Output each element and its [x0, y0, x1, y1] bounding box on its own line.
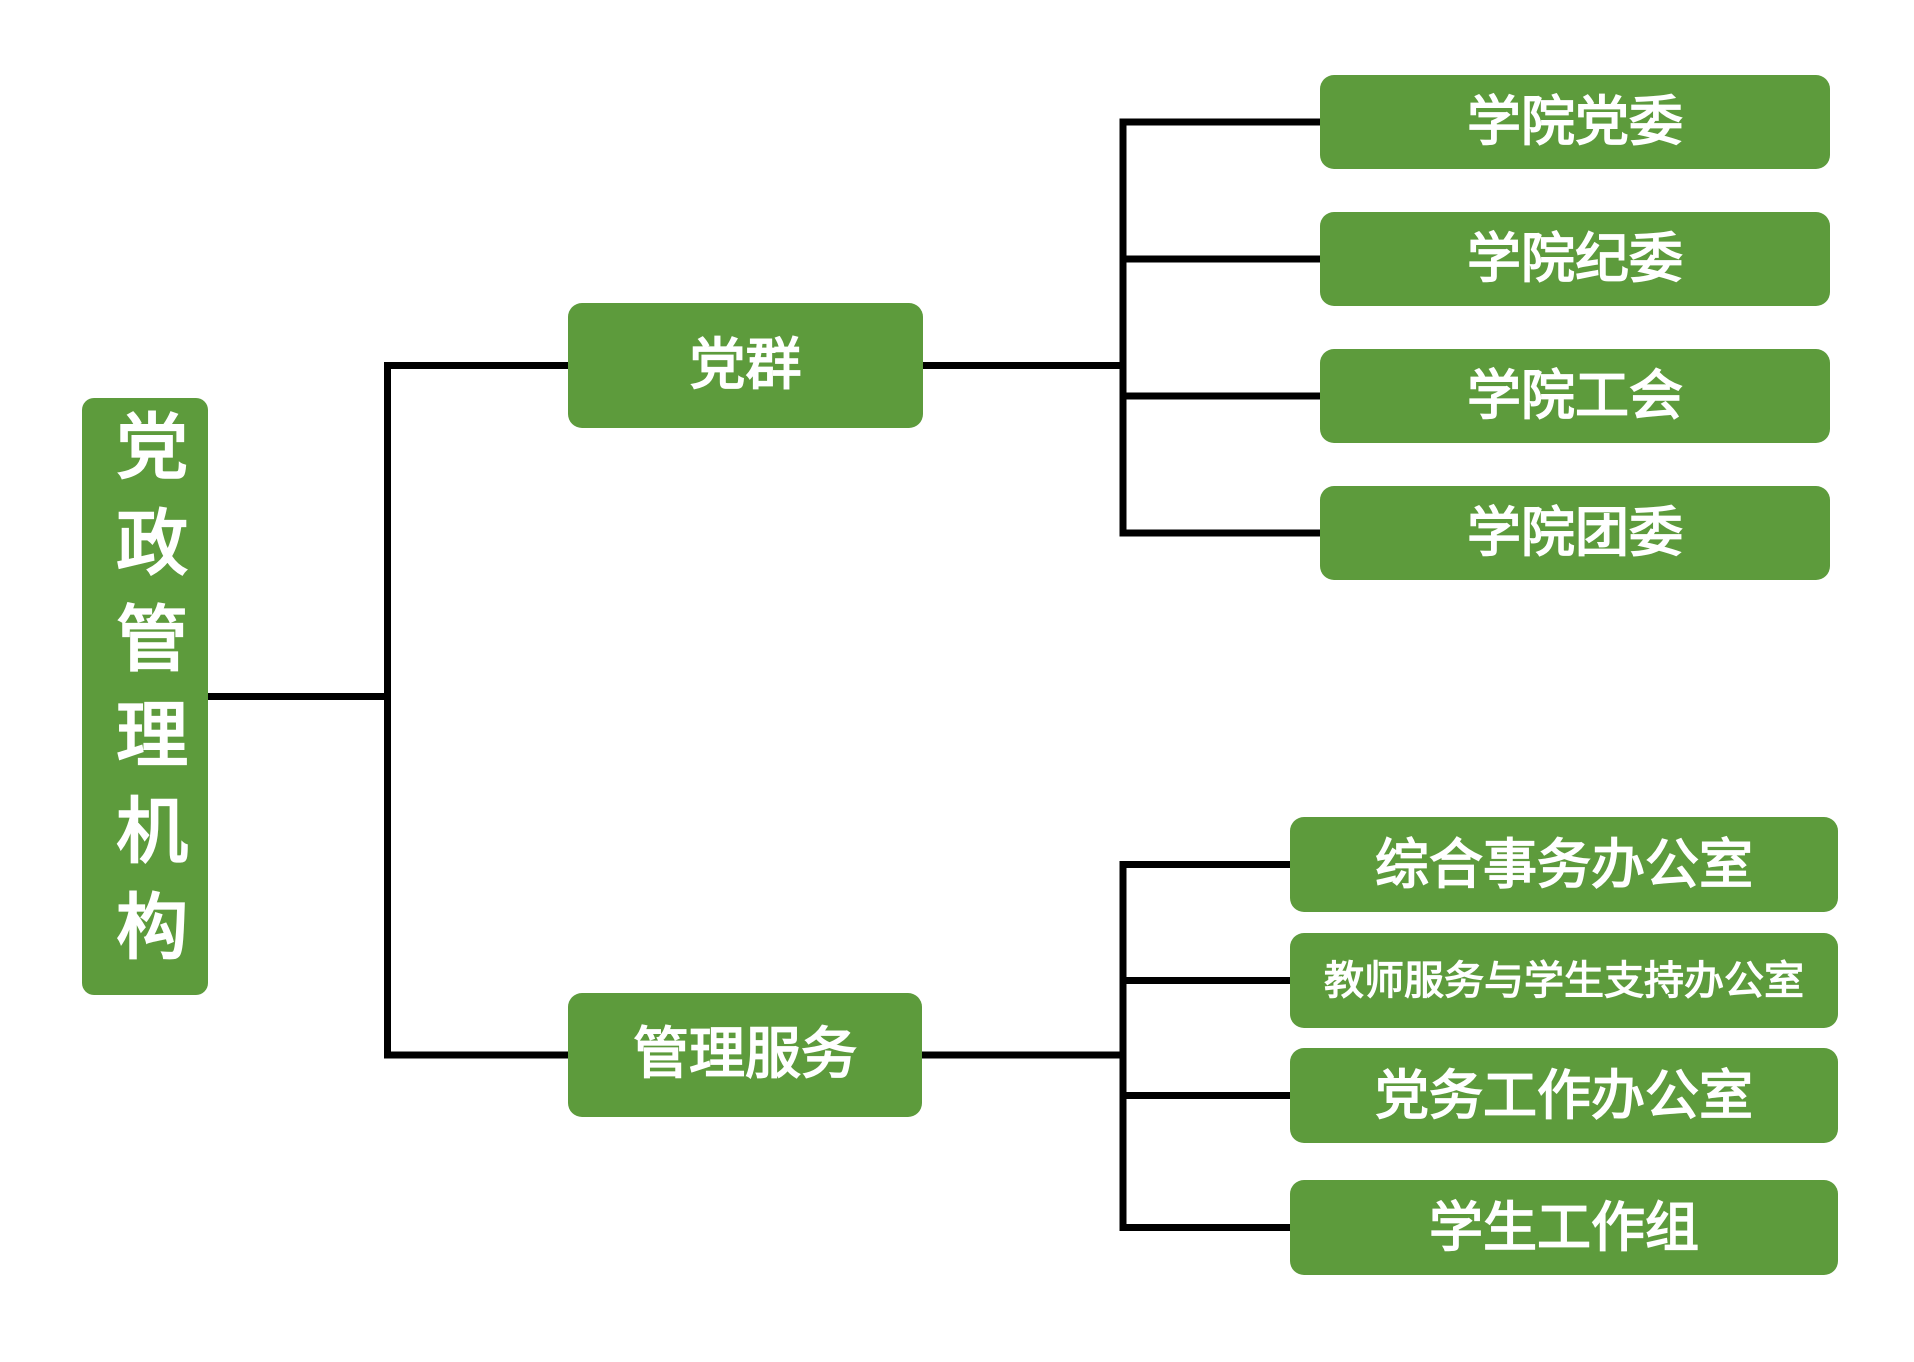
leaf-node-college-labor-union: 学院工会 — [1320, 349, 1830, 443]
root-node-party-gov-admin: 党政管理机构 — [82, 398, 208, 995]
leaf-node-college-youth-league: 学院团委 — [1320, 486, 1830, 580]
branch-node-management-services: 管理服务 — [568, 993, 922, 1117]
leaf-node-college-party-committee: 学院党委 — [1320, 75, 1830, 169]
leaf-node-college-discipline-committee: 学院纪委 — [1320, 212, 1830, 306]
leaf-node-party-affairs-office: 党务工作办公室 — [1290, 1048, 1838, 1143]
leaf-node-general-affairs-office: 综合事务办公室 — [1290, 817, 1838, 912]
leaf-node-teacher-service-student-support-office: 教师服务与学生支持办公室 — [1290, 933, 1838, 1028]
leaf-node-student-work-group: 学生工作组 — [1290, 1180, 1838, 1275]
branch-node-party-mass: 党群 — [568, 303, 923, 428]
